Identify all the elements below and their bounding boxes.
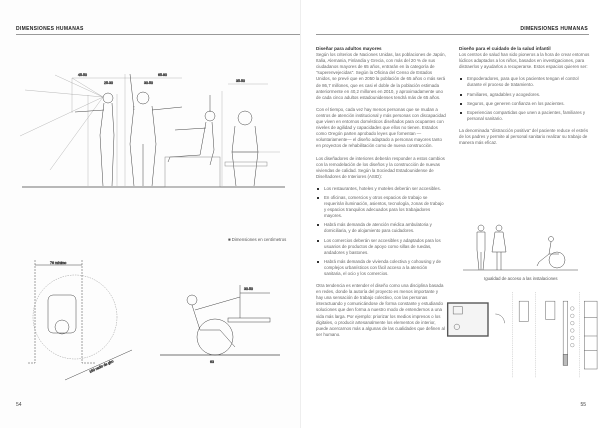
seated-figure-front [224,110,268,187]
seated-figure-side [164,95,221,188]
figure-caption: Igualdad de acceso a las instalaciones [484,276,558,281]
man-figure [476,224,486,271]
paragraph: Los centros de salud han sido pioneros a… [459,52,590,70]
dim-label: 30-50 [144,81,153,85]
wheelchair-turning-plan: 76 mínimo 150 radio de giro [28,260,133,381]
left-page: DIMENSIONES HUMANAS 45-50 25-30 30-50 65… [16,26,300,408]
list-item: Familiares, agradables y acogedores. [459,92,591,98]
section-title: Diseño para el cuidado de la salud infan… [459,46,551,51]
paragraph: Otra tendencia es entender el diseño com… [316,283,445,337]
list-item: Seguros, que generen confianza en los pa… [459,101,591,107]
wheelchair-user-figure [536,236,566,269]
list-item: Experiencias compartidas que unen a paci… [459,110,591,122]
bullet-list: Empoderadores, para que los pacientes te… [459,76,591,122]
page-number: 54 [16,402,22,408]
bullet-list: Los restaurantes, hoteles y moteles debe… [316,186,446,277]
section-title: Diseñar para adultos mayores [316,46,382,51]
wheelchair-reach-elevation: 30-50 63 [160,285,280,364]
dim-label: 150 radio de giro [89,359,115,374]
floor-plan [446,292,598,379]
list-item: Empoderadores, para que los pacientes te… [459,76,591,88]
dim-label: 30-50 [244,287,253,291]
paragraph: La denominada "distracción positiva" del… [459,127,589,146]
column-salud-infantil: Diseño para el cuidado de la salud infan… [459,46,591,152]
list-item: Los restaurantes, hoteles y moteles debe… [316,186,446,192]
list-item: En oficinas, comercios y otros espacios … [316,195,446,219]
list-item: Habrá más demanda de atención médica amb… [316,222,446,234]
dim-label: 63 [210,360,214,364]
equal-access-figures [463,224,578,271]
dimensions-caption: ■ Dimensiones en centímetros [228,237,287,242]
paragraph: Con el tiempo, cada vez hay menos person… [316,106,446,149]
woman-figure [491,224,507,270]
right-page: DIMENSIONES HUMANAS Diseñar para adultos… [300,0,600,428]
anthropometric-drawing: 45-50 25-30 30-50 65-80 35-50 [19,73,285,188]
header-rule [316,34,589,35]
running-header: DIMENSIONES HUMANAS [520,26,588,32]
dim-label: 25-30 [104,81,113,85]
caption-text: Dimensiones en centímetros [231,237,287,242]
dim-label: 65-80 [158,73,167,77]
running-header: DIMENSIONES HUMANAS [16,26,84,32]
dim-label: 76 mínimo [50,261,66,265]
dim-label: 45-50 [78,73,87,77]
paragraph: Los diseñadores de interiores deberán re… [316,155,445,179]
standing-figure-front [129,73,183,187]
column-adultos-mayores: Diseñar para adultos mayores Según los c… [316,46,446,344]
list-item: Habrá más demanda de vivienda colectiva … [316,259,446,277]
dim-label: 35-50 [236,79,245,83]
header-rule [16,34,300,35]
list-item: Los comercios deberán ser accesibles y a… [316,238,446,256]
paragraph: Según los criterios de Naciones Unidas, … [316,52,446,100]
standing-figure-side [74,92,115,187]
page-number: 55 [580,402,586,408]
